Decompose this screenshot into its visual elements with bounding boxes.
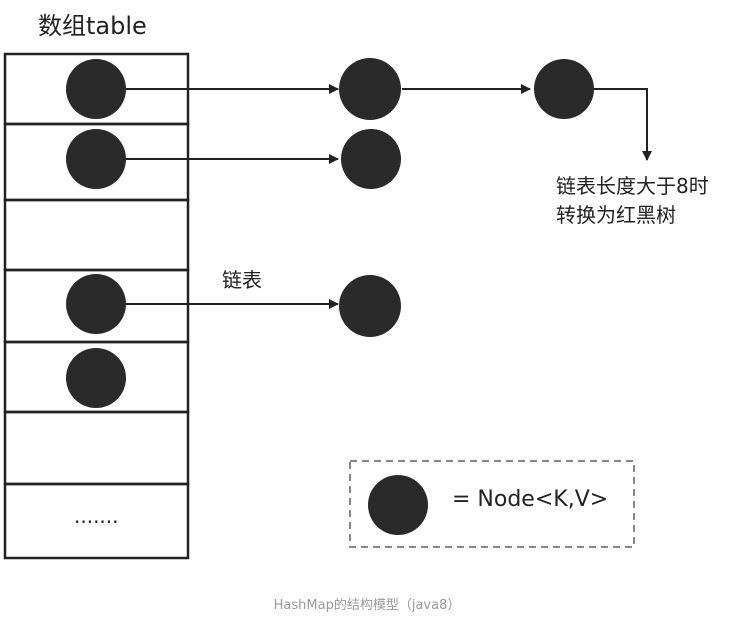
tree-conversion-note: 链表长度大于8时 转换为红黑树 <box>556 172 709 230</box>
chain-node <box>339 58 401 120</box>
table-ellipsis: ....... <box>74 504 119 528</box>
table-cell <box>3 482 190 560</box>
table-cell <box>3 198 190 272</box>
array-table-title: 数组table <box>38 12 147 40</box>
table-cell <box>3 410 190 486</box>
tree-note-line-1: 链表长度大于8时 <box>556 174 709 198</box>
chain-label: 链表 <box>222 268 262 292</box>
legend-node <box>368 475 428 535</box>
array-table <box>3 52 190 560</box>
chain-node <box>534 59 594 119</box>
table-node <box>66 129 126 189</box>
tree-arrow <box>594 88 652 161</box>
chain-node <box>339 275 401 337</box>
table-node <box>66 274 126 334</box>
table-node <box>66 59 126 119</box>
legend-box <box>349 460 635 548</box>
tree-note-line-2: 转换为红黑树 <box>556 203 676 227</box>
legend-text: = Node<K,V> <box>452 487 609 512</box>
table-node <box>66 348 126 408</box>
chain-node <box>341 129 401 189</box>
figure-caption: HashMap的结构模型（java8） <box>273 598 461 613</box>
